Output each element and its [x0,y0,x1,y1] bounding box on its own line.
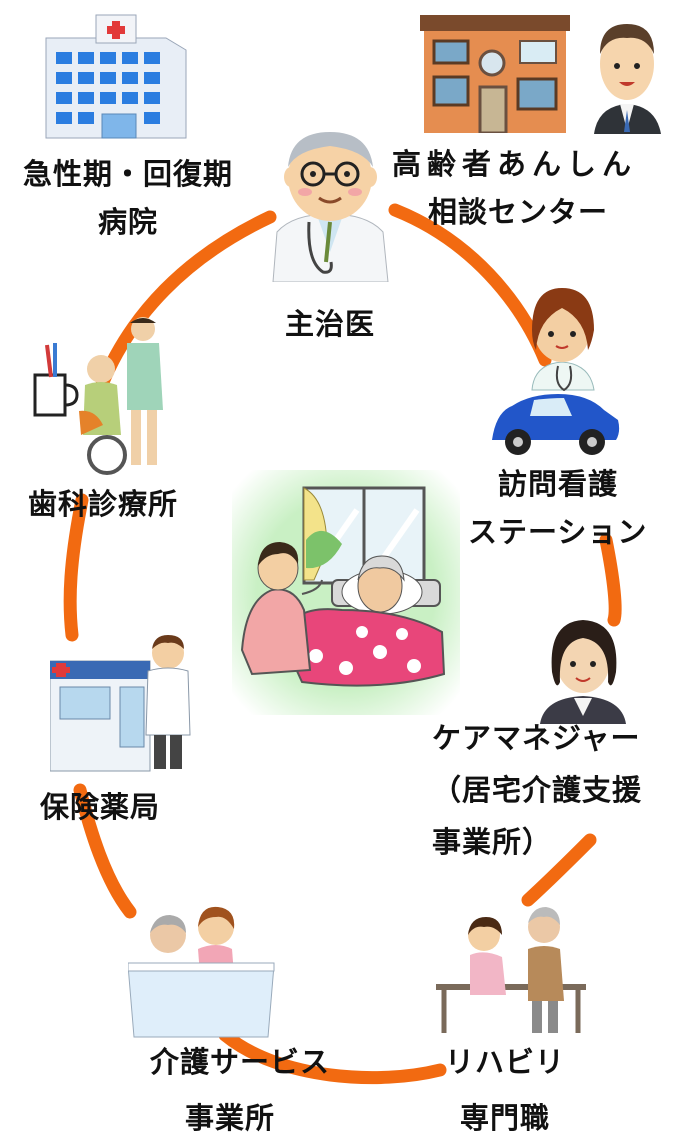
caremanager-label-line1: ケアマネジャー [432,721,641,755]
caremanager-label-line3: 事業所） [432,825,553,859]
careservice-label-line1: 介護サービス [149,1045,330,1079]
ring-arc-bottom [218,1028,447,1085]
rehab-label-line2: 専門職 [459,1101,550,1135]
nursing-label: 訪問看護 ステーション [468,460,668,556]
bathing-care-icon [128,906,275,1038]
staff-man-icon [594,24,661,134]
nursing-label-line1: 訪問看護 [498,467,619,501]
careservice-label-line2: 事業所 [184,1101,275,1135]
ring-arc-left [63,493,89,642]
center-label-line2: 相談センター [428,195,609,229]
pharmacy-label: 保険薬局 [40,790,161,824]
hospital-building-icon [45,14,187,139]
rehab-label-line1: リハビリ [444,1045,565,1079]
hospital-label: 急性期・回復期 病院 [8,150,248,246]
rehab-label: リハビリ 専門職 [430,1038,580,1142]
ring-arc-right-lower [521,833,597,907]
center-label-line1: 高齢者あんしん [392,147,638,181]
ring-arc-left-lower [73,783,137,919]
nursing-label-line2: ステーション [468,515,648,549]
ring-arc-right [599,533,622,627]
doctor-label: 主治医 [284,307,375,341]
caremanager-label: ケアマネジャー （居宅介護支援 事業所） [432,714,672,866]
dental-label: 歯科診療所 [28,487,179,521]
rehabilitation-icon [436,907,586,1033]
pharmacist-icon [50,635,191,772]
office-building-icon [420,15,570,133]
center-label: 高齢者あんしん 相談センター [392,140,672,236]
home-care-patient-icon [232,470,460,715]
careservice-label: 介護サービス 事業所 [110,1038,350,1142]
nurse-car-icon [492,288,620,455]
hospital-label-line1: 急性期・回復期 [22,157,233,191]
hospital-label-line2: 病院 [97,205,158,239]
caremanager-label-line2: （居宅介護支援 [432,773,643,807]
care-manager-icon [540,620,626,724]
dental-care-icon [33,317,163,475]
doctor-icon [272,132,389,282]
